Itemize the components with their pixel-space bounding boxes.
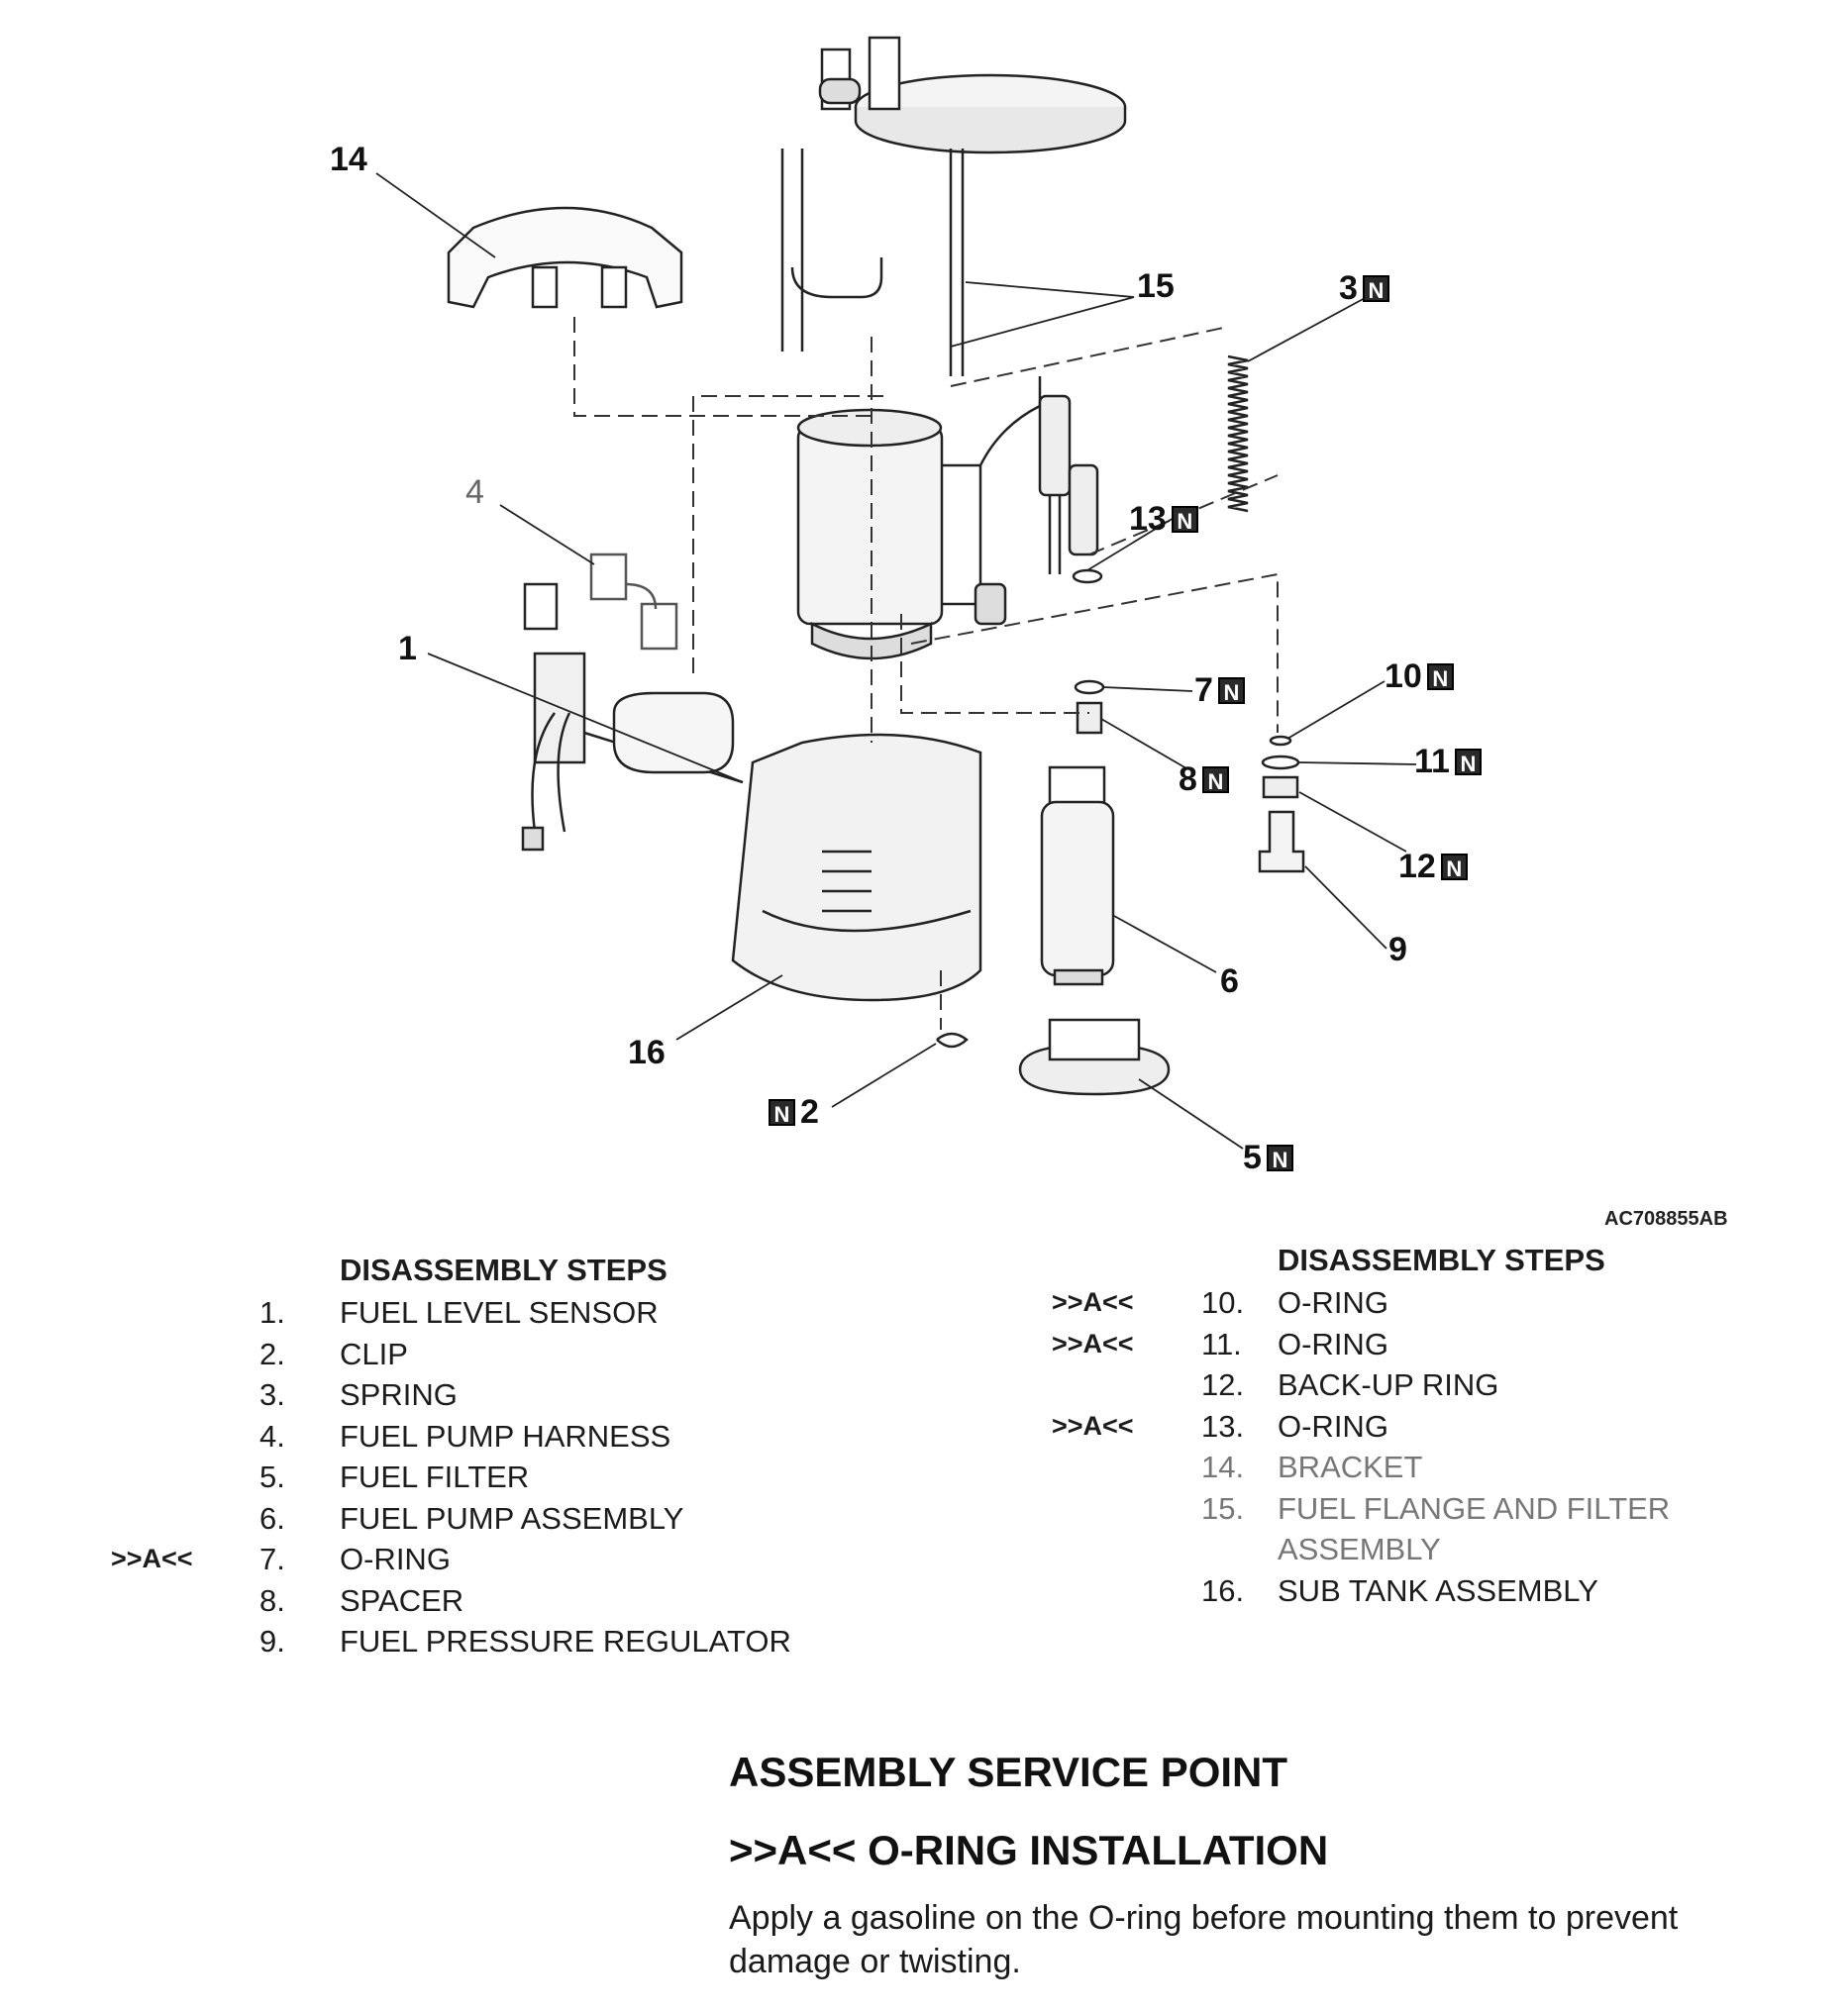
fuel-pressure-regulator-part (1258, 735, 1305, 873)
fuel-pump-part (1040, 765, 1115, 986)
fuel-pump-harness-part (589, 553, 678, 651)
step-row: 8.SPACER (259, 1582, 464, 1618)
disassembly-steps-right: DISASSEMBLY STEPS >>A<<10.O-RING >>A<<11… (0, 1243, 1671, 1611)
step-row: >>A<<10.O-RING (0, 1282, 1605, 1324)
o-ring-13-part (1072, 568, 1103, 584)
step-row: 14.BRACKET (1201, 1450, 1423, 1484)
service-point-mark: >>A<< (111, 1544, 193, 1573)
service-point-mark: >>A<< (1052, 1410, 1134, 1441)
step-row: 4.FUEL PUMP HARNESS (259, 1418, 671, 1454)
steps-heading: DISASSEMBLY STEPS (340, 1253, 667, 1287)
service-point-title: ASSEMBLY SERVICE POINT (729, 1749, 1288, 1795)
new-part-icon: N (1217, 677, 1245, 705)
fuel-filter-part (1018, 1018, 1171, 1096)
new-part-icon: N (1362, 275, 1389, 303)
step-row: 16.SUB TANK ASSEMBLY (1201, 1572, 1598, 1608)
step-row: ASSEMBLY (1278, 1532, 1441, 1566)
fuel-level-sensor-part (521, 582, 744, 852)
spring-part (1227, 354, 1249, 513)
step-row: 6.FUEL PUMP ASSEMBLY (259, 1500, 684, 1536)
service-point-body: Apply a gasoline on the O-ring before mo… (729, 1899, 1679, 1980)
step-row: 15.FUEL FLANGE AND FILTER (1201, 1490, 1671, 1526)
bracket-part (447, 206, 683, 309)
service-point-mark: >>A<< (1052, 1287, 1134, 1317)
callout-14: 14 (330, 141, 367, 178)
callout-4: 4 (465, 473, 484, 511)
service-point-subtitle: >>A<< O-RING INSTALLATION (729, 1827, 1329, 1873)
service-point-mark: >>A<< (1052, 1328, 1134, 1359)
step-row: 9.FUEL PRESSURE REGULATOR (259, 1624, 791, 1659)
disassembly-steps-left: DISASSEMBLY STEPS 1.FUEL LEVEL SENSOR 2.… (0, 1253, 791, 1662)
callout-6: 6 (1220, 962, 1239, 1000)
step-row: 5.FUEL FILTER (259, 1460, 530, 1494)
step-row: 2.CLIP (259, 1336, 408, 1371)
callout-16: 16 (628, 1034, 666, 1071)
new-part-icon: N (1201, 766, 1229, 794)
sub-tank-part (731, 733, 982, 1002)
step-row: >>A<<13.O-RING (0, 1406, 1605, 1448)
new-part-icon: N (769, 1099, 795, 1127)
callout-15: 15 (1137, 267, 1175, 305)
step-row: 3.SPRING (259, 1377, 458, 1412)
spacer-part (1076, 701, 1103, 735)
step-row: >>A<<11.O-RING (0, 1324, 1605, 1365)
callout-1: 1 (398, 630, 417, 667)
new-part-icon: N (1440, 854, 1468, 881)
o-ring-7-part (1074, 679, 1105, 695)
pump-housing-part (796, 376, 1099, 660)
figure-code: AC708855AB (1604, 1208, 1728, 1230)
new-part-icon: N (1266, 1145, 1293, 1172)
steps-heading: DISASSEMBLY STEPS (1278, 1243, 1605, 1277)
callout-9: 9 (1388, 931, 1407, 968)
exploded-view-diagram (375, 36, 1417, 1150)
step-row: 12.BACK-UP RING (1201, 1367, 1499, 1402)
new-part-icon: N (1454, 749, 1482, 776)
step-row: 1.FUEL LEVEL SENSOR (259, 1295, 659, 1330)
new-part-icon: N (1171, 506, 1198, 534)
fuel-flange-part (780, 36, 1127, 376)
step-row: >>A<<7.O-RING (0, 1539, 667, 1580)
new-part-icon: N (1426, 663, 1454, 691)
clip-part (936, 1032, 969, 1049)
